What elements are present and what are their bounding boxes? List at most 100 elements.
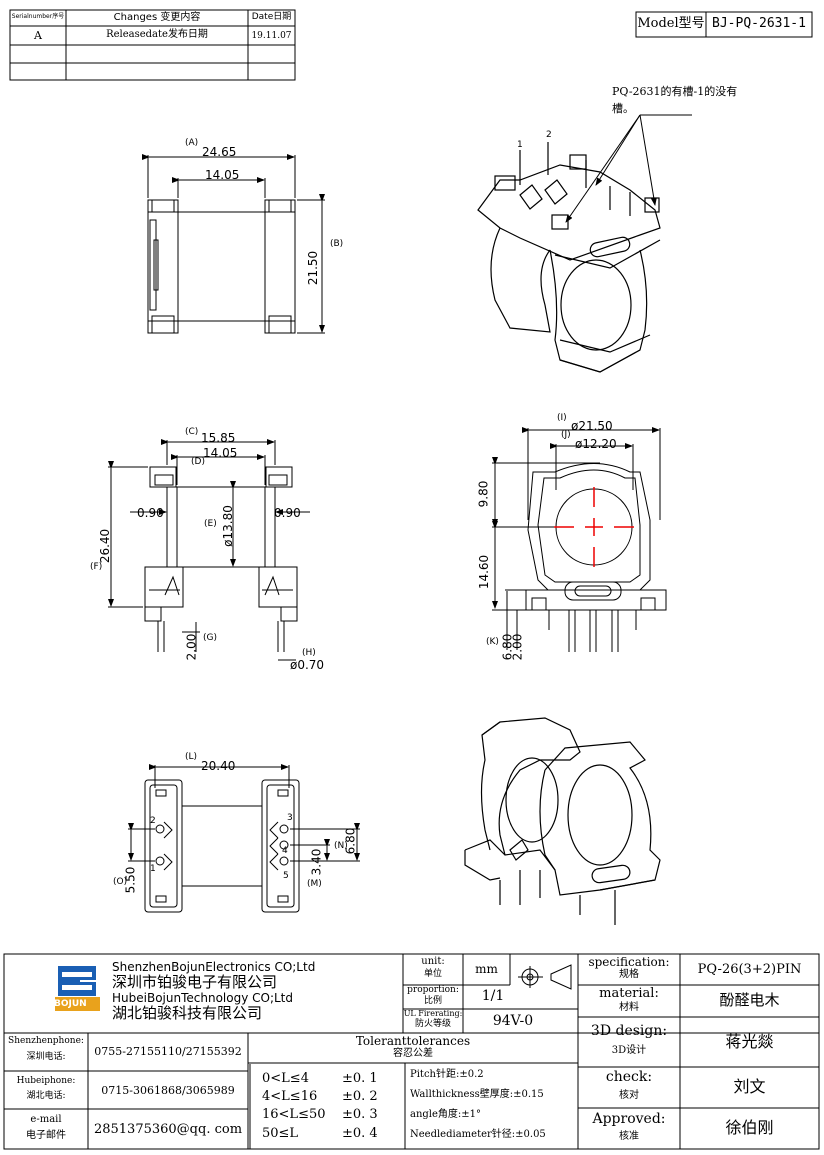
company-cn-2: 湖北铂骏科技有限公司: [112, 1004, 263, 1022]
dim-j-tag: (J): [561, 430, 571, 440]
dim-g-tag: (G): [203, 633, 217, 643]
dim-n-tag: (N): [334, 841, 348, 851]
email-value: 2851375360@qq. com: [93, 1122, 243, 1137]
design-label: 3D design:: [590, 1023, 668, 1039]
dim-n-value: 6.80: [343, 827, 358, 855]
dim-o-tag: (O): [113, 877, 128, 887]
pin-4-label: 4: [282, 846, 288, 856]
tol-needle: Needlediameter针径:±0.05: [410, 1129, 546, 1140]
note-line-2: 槽。: [612, 102, 634, 115]
tol-value-3: ±0. 3: [342, 1107, 378, 1122]
model-label: Model型号: [637, 16, 705, 31]
tol-range-3: 16<L≤50: [262, 1107, 326, 1122]
company-en-2: HubeiBojunTechnology CO;Ltd: [112, 991, 293, 1005]
dim-a-inner-value: 14.05: [205, 168, 240, 182]
bottom-view: [128, 764, 360, 913]
dim-top-height: 9.80: [476, 480, 491, 508]
dim-i-tag: (I): [557, 413, 567, 423]
tolerance-title-cn: 容忍公差: [393, 1048, 433, 1059]
hb-phone-label-cn: 湖北电话:: [26, 1091, 66, 1101]
model-value: BJ-PQ-2631-1: [712, 16, 806, 31]
iso-pin-1-label: 1: [517, 140, 523, 150]
iso-pin-2-label: 2: [546, 130, 552, 140]
unit-value: mm: [475, 962, 498, 976]
dim-bottom-height: 14.60: [477, 554, 492, 590]
ul-label: UL Firerating:: [403, 1009, 463, 1018]
approved-label-cn: 核准: [619, 1131, 639, 1142]
revision-table-grid: [9, 9, 296, 81]
tol-value-1: ±0. 1: [342, 1071, 378, 1086]
sz-phone-label: Shenzhenphone:: [8, 1036, 84, 1046]
pin-3-label: 3: [287, 813, 293, 823]
dim-e-value: ø13.80: [220, 505, 235, 547]
email-label-cn: 电子邮件: [26, 1130, 66, 1141]
tol-pitch: Pitch针距:±0.2: [410, 1069, 484, 1080]
material-label-cn: 材料: [619, 1002, 639, 1013]
logo-text: BOJUN: [54, 999, 87, 1009]
dim-k-tag: (K): [486, 637, 499, 647]
tolerance-title: Toleranttolerances: [355, 1034, 471, 1048]
sz-phone-label-cn: 深圳电话:: [26, 1052, 66, 1062]
approved-value: 徐伯刚: [725, 1118, 774, 1137]
dim-c-value: 15.85: [201, 431, 236, 445]
spec-label: specification:: [588, 955, 670, 969]
dim-b-value: 21.50: [306, 250, 321, 286]
model-box: [635, 11, 813, 38]
sz-phone-value: 0755-27155110/27155392: [94, 1045, 242, 1058]
proportion-label-cn: 比例: [423, 996, 442, 1006]
check-value: 刘文: [733, 1077, 766, 1096]
company-logo: [55, 966, 100, 1011]
proportion-value: 1/1: [481, 988, 505, 1004]
dim-h-tag: (H): [302, 648, 316, 658]
dim-l-value: 20.40: [201, 759, 236, 773]
approved-label: Approved:: [592, 1111, 666, 1127]
check-label: check:: [605, 1069, 653, 1085]
email-label: e-mail: [30, 1114, 62, 1125]
proportion-label: proportion:: [407, 985, 459, 995]
side-view: [492, 427, 667, 652]
rev-row-change: Releasedate发布日期: [106, 29, 208, 40]
dim-c-inner-value: 14.05: [203, 446, 238, 460]
company-en-1: ShenzhenBojunElectronics CO;Ltd: [112, 960, 316, 974]
dim-d-tag: (D): [191, 457, 205, 467]
tol-range-4: 50≤L: [262, 1126, 299, 1141]
dim-k2-value: 2.00: [510, 633, 525, 661]
dim-e-tag: (E): [204, 519, 217, 529]
dim-g-value: 2.00: [184, 633, 199, 661]
tol-value-2: ±0. 2: [342, 1089, 378, 1104]
design-label-cn: 3D设计: [611, 1045, 647, 1056]
hb-phone-value: 0715-3061868/3065989: [101, 1084, 235, 1097]
dim-o-value: 5.50: [123, 866, 138, 894]
pin-2-label: 2: [150, 816, 156, 826]
dim-m-tag: (M): [307, 879, 322, 889]
material-label: material:: [599, 986, 659, 1001]
hb-phone-label: Hubeiphone:: [16, 1076, 76, 1086]
dim-b-tag: (B): [330, 239, 344, 249]
rev-row-date: 19.11.07: [251, 31, 292, 41]
pin-5-label: 5: [283, 871, 289, 881]
top-view: [142, 154, 325, 334]
company-cn-1: 深圳市铂骏电子有限公司: [112, 973, 278, 991]
tol-angle: angle角度:±1°: [410, 1109, 482, 1120]
check-label-cn: 核对: [619, 1090, 639, 1101]
dim-l-tag: (L): [185, 752, 198, 762]
rev-row-serial: A: [34, 29, 42, 42]
design-value: 蒋光燚: [725, 1032, 774, 1051]
spec-label-cn: 规格: [619, 969, 639, 980]
note-line-1: PQ-2631的有槽-1的没有: [612, 85, 738, 98]
dim-f-value: 26.40: [98, 528, 113, 564]
title-block-grid: [3, 953, 820, 1150]
dim-wall-left: 0.90: [137, 506, 164, 520]
rev-header-changes: Changes 变更内容: [113, 12, 201, 23]
tol-range-1: 0<L≤4: [262, 1071, 309, 1086]
dim-i-value: ø21.50: [571, 419, 613, 433]
iso-view-bottom: [464, 717, 661, 925]
rev-header-date: Date日期: [251, 12, 292, 22]
projection-symbol: [518, 964, 572, 990]
spec-value: PQ-26(3+2)PIN: [697, 962, 802, 977]
tol-wall: Wallthickness壁厚度:±0.15: [410, 1089, 544, 1100]
dim-c-tag: (C): [185, 427, 199, 437]
tol-value-4: ±0. 4: [342, 1126, 378, 1141]
material-value: 酚醛电木: [719, 991, 780, 1009]
